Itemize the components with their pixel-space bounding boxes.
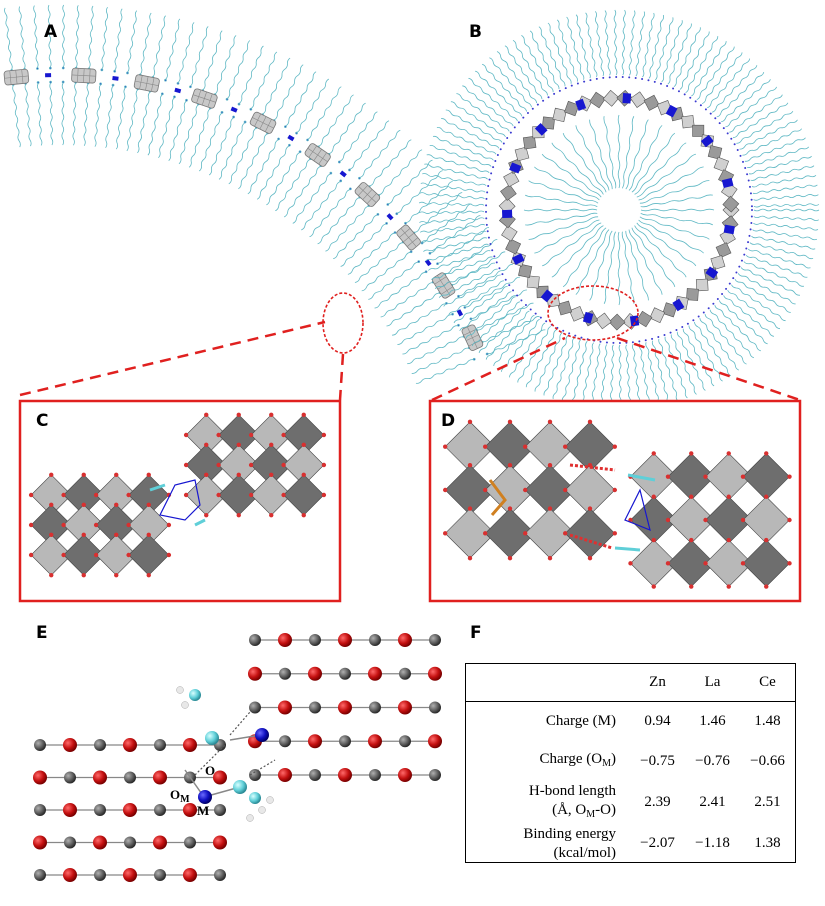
table-cell: −0.75 [640,753,675,769]
panel-d-cluster-dimer [443,419,792,589]
panel-label-b: B [469,22,482,42]
table-header-cell: La [685,664,740,702]
panel-f-table: Zn La Ce Charge (M) 0.94 1.46 1.48 Charg… [465,663,796,863]
panel-label-e: E [36,623,48,643]
table-row: Charge (OM) −0.75 −0.76 −0.66 [466,742,795,782]
panel-e-ball-stick-model [33,633,442,882]
panel-label-c: C [36,411,49,431]
table-cell: 0.94 [644,713,671,730]
panel-a-cluster-chain [3,67,484,351]
table-cell: 2.41 [699,794,726,810]
row-label: Charge (M) [545,713,616,730]
zoom-connectors [19,320,801,402]
panel-b-highlight-ellipse [547,285,639,341]
panel-c-cluster-dimer [28,412,327,578]
table-cell: 2.39 [644,794,671,810]
panel-a-lipid-band [4,4,546,384]
row-label: Binding energy(kcal/mol) [523,825,616,861]
table-cell: −0.66 [750,753,785,769]
table-cell: −0.76 [695,753,730,769]
table-cell: 1.48 [754,713,781,730]
table-row: Binding energy(kcal/mol) −2.07 −1.18 1.3… [466,824,795,864]
panel-label-a: A [44,22,58,42]
table-row: Charge (M) 0.94 1.46 1.48 [466,702,795,742]
table-header-row: Zn La Ce [466,664,795,702]
atom-label-o: O [205,763,216,778]
panel-b-vesicle [418,9,820,411]
row-label: Charge (OM) [539,751,616,769]
table-cell: −2.07 [640,835,675,851]
panel-a-highlight-ellipse [322,292,364,354]
panel-label-d: D [441,411,456,431]
table-header-cell [466,664,630,702]
table-header-cell: Ce [740,664,795,702]
table-cell: −1.18 [695,835,730,851]
atom-label-m: M [197,803,210,818]
table-header-cell: Zn [630,664,685,702]
panel-label-f: F [470,623,482,643]
row-label: H-bond length(Å, OM-O) [528,782,616,820]
atom-label-om: OM [170,787,190,805]
table-cell: 2.51 [754,794,781,810]
table-cell: 1.38 [754,835,781,851]
table-row: H-bond length(Å, OM-O) 2.39 2.41 2.51 [466,782,795,824]
table-cell: 1.46 [699,713,726,730]
